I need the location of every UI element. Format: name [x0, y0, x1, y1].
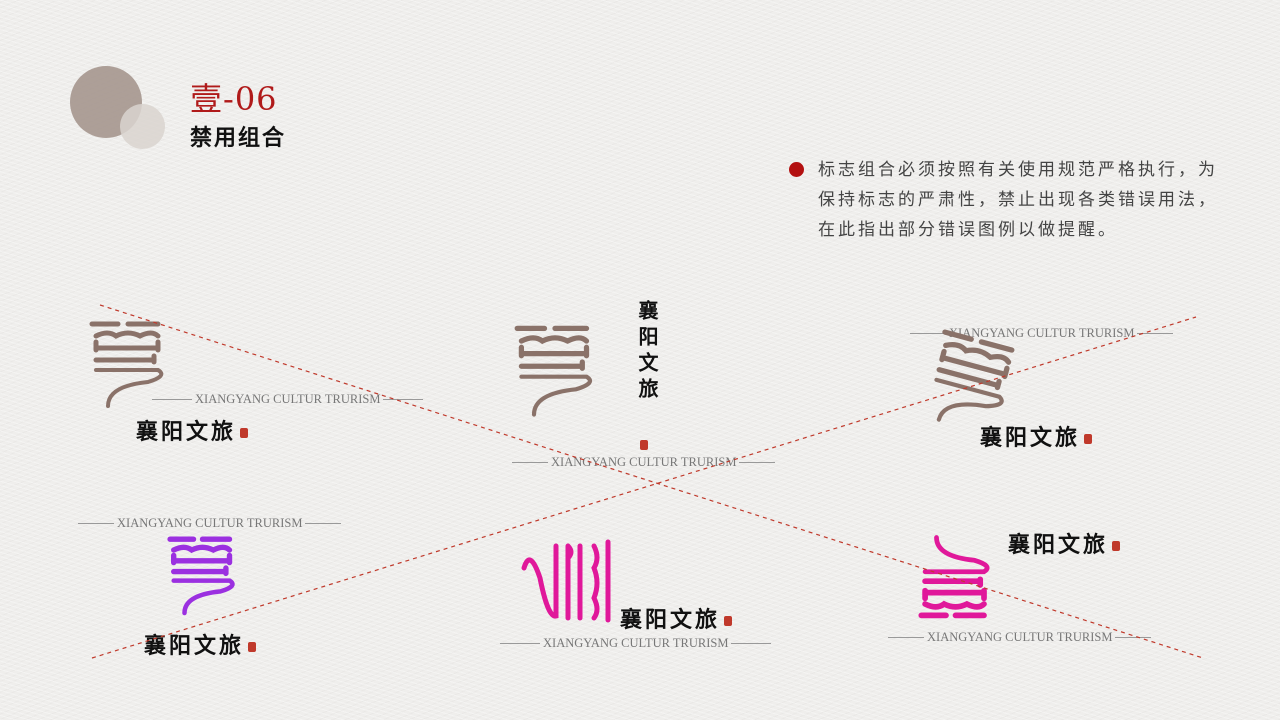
- section-number: 壹-06: [190, 80, 278, 118]
- seal-icon: [248, 642, 257, 652]
- english-wordmark: XIANGYANG CULTUR TRURISM: [888, 630, 1152, 645]
- chinese-wordmark: 襄阳文旅: [620, 602, 733, 634]
- chinese-wordmark: 襄阳文旅: [1008, 527, 1121, 559]
- english-wordmark: XIANGYANG CULTUR TRURISM: [152, 392, 424, 407]
- chinese-wordmark: 襄阳文旅: [136, 414, 249, 446]
- section-title: 禁用组合: [190, 126, 287, 151]
- seal-icon: [640, 440, 648, 450]
- logo-mark-icon: [514, 325, 593, 417]
- chinese-wordmark-vertical: 襄阳文旅: [635, 300, 659, 404]
- english-wordmark: XIANGYANG CULTUR TRURISM: [512, 455, 776, 470]
- logo-mark-icon: [918, 535, 990, 619]
- english-wordmark: XIANGYANG CULTUR TRURISM: [500, 636, 772, 651]
- description-text: 标志组合必须按照有关使用规范严格执行，为保持标志的严肃性，禁止出现各类错误用法，…: [818, 160, 1218, 240]
- seal-icon: [1084, 434, 1093, 444]
- seal-icon: [240, 428, 249, 438]
- chinese-wordmark: 襄阳文旅: [980, 420, 1093, 452]
- logo-mark-icon: [167, 536, 235, 616]
- bullet-dot: [789, 162, 804, 177]
- chinese-wordmark: 襄阳文旅: [144, 628, 257, 660]
- seal-icon: [1112, 541, 1121, 551]
- decor-circle-small: [120, 104, 165, 149]
- english-wordmark: XIANGYANG CULTUR TRURISM: [78, 516, 342, 531]
- logo-mark-icon: [521, 539, 611, 623]
- seal-icon: [724, 616, 733, 626]
